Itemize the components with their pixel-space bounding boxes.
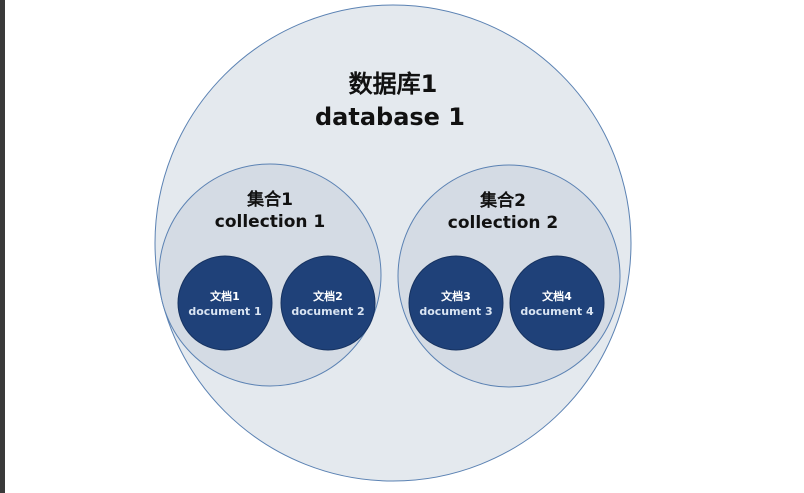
document-circle-2 (280, 255, 376, 351)
database-label-en: database 1 (315, 103, 465, 131)
document-label-en-1: document 1 (188, 305, 261, 318)
collection-label-en-2: collection 2 (448, 213, 559, 233)
document-circle-1 (177, 255, 273, 351)
document-label-en-2: document 2 (291, 305, 364, 318)
document-label-en-3: document 3 (419, 305, 492, 318)
document-circle-4 (509, 255, 605, 351)
document-label-cn-4: 文档4 (542, 289, 572, 303)
document-label-cn-3: 文档3 (441, 289, 471, 303)
left-window-edge (0, 0, 5, 493)
database-label-cn: 数据库1 (349, 70, 438, 98)
collection-label-cn-1: 集合1 (246, 189, 293, 210)
document-circle-3 (408, 255, 504, 351)
document-label-cn-2: 文档2 (313, 289, 343, 303)
document-label-en-4: document 4 (520, 305, 594, 318)
document-label-cn-1: 文档1 (210, 289, 240, 303)
collection-label-cn-2: 集合2 (479, 190, 526, 211)
collection-label-en-1: collection 1 (215, 212, 326, 232)
